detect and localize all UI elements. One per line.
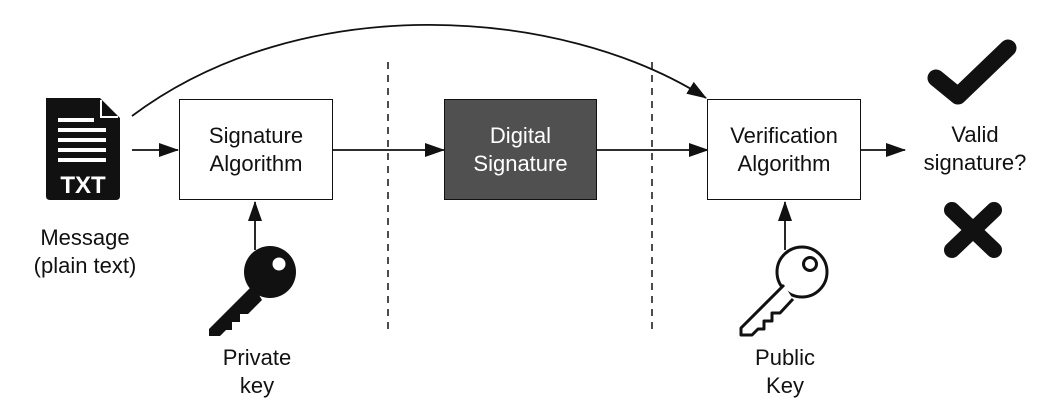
- message-to-verification-curve: [131, 23, 707, 117]
- public-key-label: Public Key: [755, 345, 815, 398]
- checkmark-icon: [927, 39, 1017, 105]
- key-filled-icon: [209, 246, 296, 336]
- digital-signature-label: Digital Signature: [473, 122, 568, 176]
- private-key-label: Private key: [222, 345, 292, 398]
- digital-signature-box: Digital Signature: [444, 99, 597, 200]
- signature-algorithm-box: Signature Algorithm: [179, 99, 333, 200]
- cross-icon: [944, 202, 1002, 258]
- signature-algorithm-label: Signature Algorithm: [208, 122, 304, 176]
- file-badge-text: TXT: [60, 172, 106, 199]
- key-outline-icon: [739, 245, 829, 337]
- message-label: Message (plain text): [33, 225, 137, 278]
- verification-algorithm-label: Verification Algorithm: [730, 122, 838, 176]
- valid-signature-label: Valid signature?: [923, 122, 1027, 175]
- text-file-icon: TXT: [46, 98, 120, 200]
- verification-algorithm-box: Verification Algorithm: [707, 99, 861, 200]
